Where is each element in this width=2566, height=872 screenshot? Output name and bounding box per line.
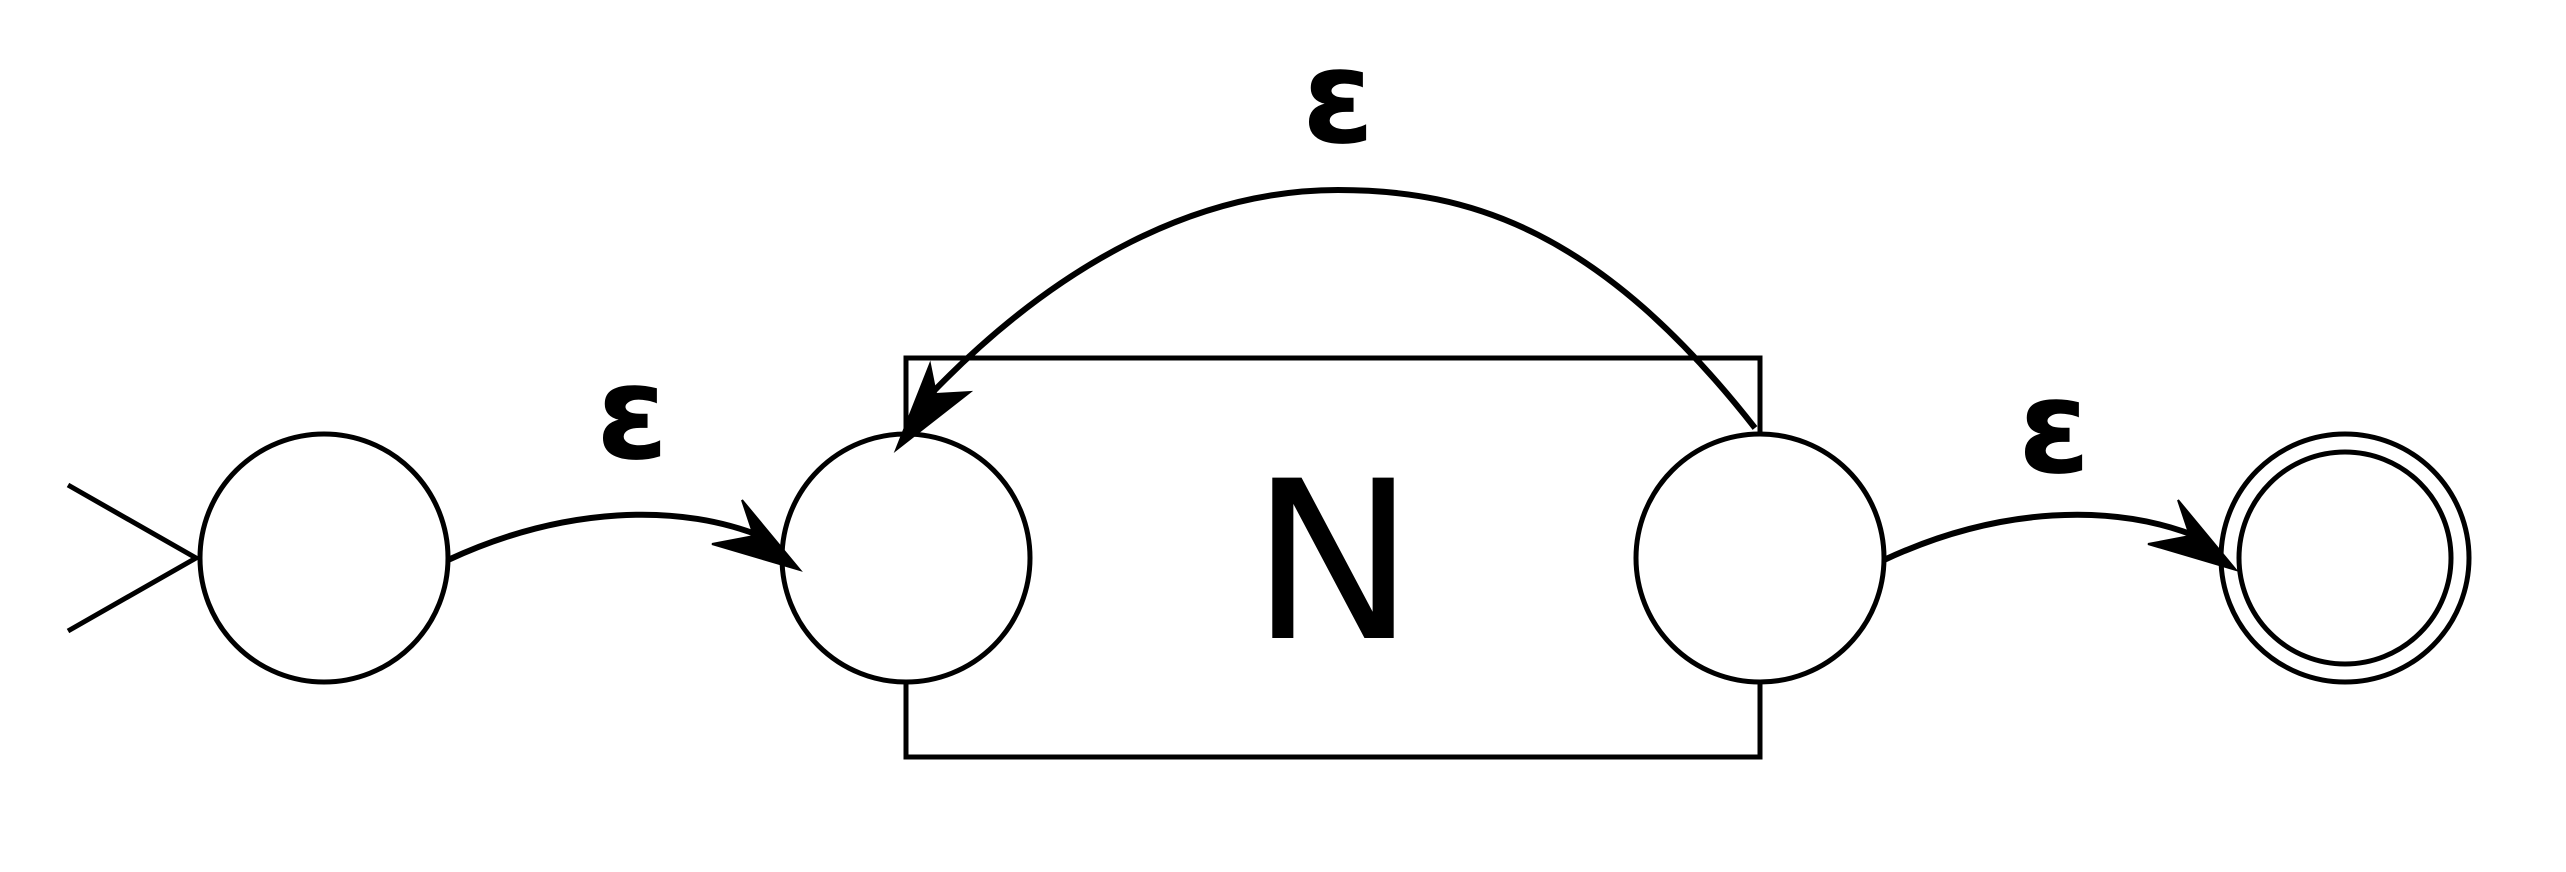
inner-accept-state <box>1633 431 1887 685</box>
arrowhead-start-to-inner <box>711 499 803 572</box>
inner-automaton-label: N <box>1251 434 1416 690</box>
inner-start-state <box>779 431 1033 685</box>
arrowhead-loop-back <box>893 360 974 454</box>
start-entry-arrow <box>66 482 202 634</box>
epsilon-label-start-to-inner: ε <box>596 337 668 489</box>
epsilon-label-inner-to-accept: ε <box>2018 351 2090 503</box>
inner-automaton-box <box>903 355 1763 760</box>
epsilon-label-loop-back: ε <box>1302 21 1374 173</box>
edge-loop-back <box>927 186 1758 430</box>
start-state <box>197 431 451 685</box>
accept-state-inner-ring <box>2236 449 2454 667</box>
edge-inner-to-accept <box>1882 511 2207 563</box>
edge-start-to-inner <box>446 511 772 563</box>
arrowhead-inner-to-accept <box>2147 499 2239 572</box>
